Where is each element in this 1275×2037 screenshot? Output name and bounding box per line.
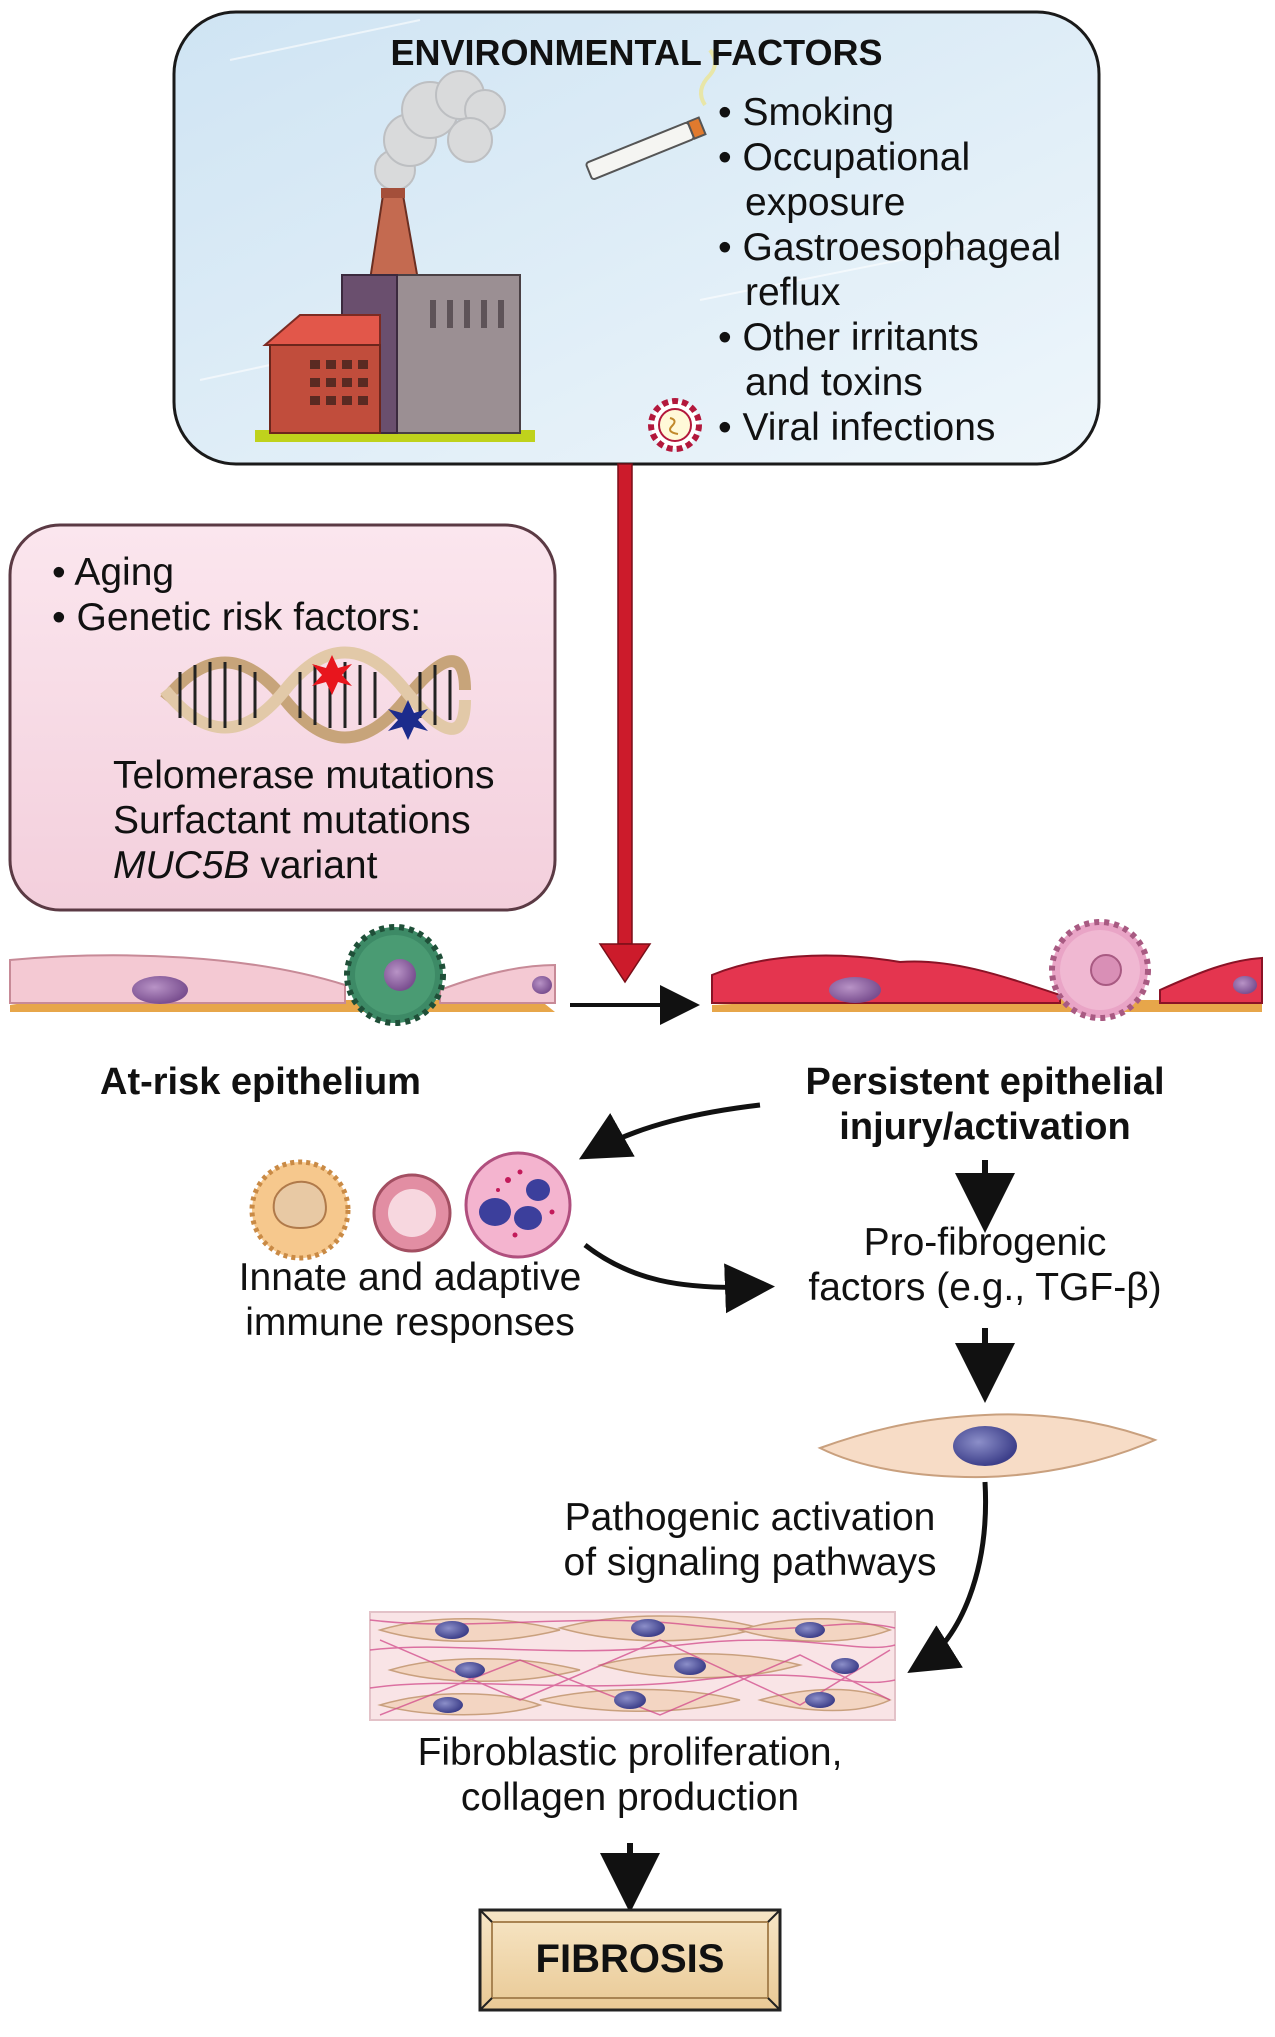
pathogenic-activation-label-line2: of signaling pathways (563, 1541, 937, 1584)
pathogenic-activation-label-line1: Pathogenic activation (564, 1496, 936, 1539)
env-item-irritants: • Other irritants (718, 316, 979, 359)
fibrosis-label: FIBROSIS (535, 1937, 725, 1981)
at-risk-epithelium-illustration (9, 924, 556, 1026)
factory-icon (255, 70, 535, 442)
fibroblast-icon (817, 1413, 1158, 1479)
host-risk-factors-box (8, 523, 557, 912)
immune-cells-illustration (249, 1151, 572, 1261)
host-item-aging: • Aging (52, 551, 175, 594)
host-item-genetic: • Genetic risk factors: (52, 596, 422, 639)
alveolar-type2-cell-healthy (344, 924, 446, 1026)
injury-arrow (598, 463, 652, 984)
dna-helix-icon (160, 646, 471, 744)
immune-responses-label-line1: Innate and adaptive (238, 1256, 582, 1299)
fibrosis-box (478, 1908, 782, 2012)
injury-to-immune-arrow (578, 1102, 761, 1160)
virus-icon (648, 398, 702, 452)
fibroblastic-proliferation-label-line1: Fibroblastic proliferation, (417, 1731, 843, 1774)
profibrogenic-label-line2: factors (e.g., TGF-β) (808, 1266, 1162, 1309)
fibroblastic-proliferation-label-line2: collagen production (460, 1776, 800, 1819)
macrophage-icon (249, 1159, 351, 1261)
env-item-viral: • Viral infections (718, 406, 996, 449)
profibrogenic-label-line1: Pro-fibrogenic (863, 1221, 1107, 1264)
host-item-muc5b: MUC5B variant (113, 843, 377, 888)
granulocyte-icon (464, 1151, 572, 1259)
injured-epithelium-illustration (711, 919, 1263, 1021)
muc5b-variant-label: variant (249, 844, 378, 887)
at-risk-epithelium-label: At-risk epithelium (100, 1061, 421, 1103)
env-item-occupational: • Occupational (718, 136, 971, 179)
environmental-factors-title: ENVIRONMENTAL FACTORS (390, 32, 883, 73)
env-item-smoking: • Smoking (718, 91, 895, 134)
immune-to-profibrogenic-arrow (583, 1243, 775, 1314)
persistent-injury-label-line2: injury/activation (839, 1106, 1131, 1148)
cigarette-icon (585, 48, 717, 180)
env-item-gastroesophageal: • Gastroesophageal (718, 226, 1062, 269)
immune-responses-label-line2: immune responses (245, 1301, 575, 1344)
env-item-irritants-cont: and toxins (745, 361, 923, 404)
persistent-injury-label-line1: Persistent epithelial (805, 1061, 1165, 1103)
host-item-telomerase: Telomerase mutations (113, 754, 495, 797)
alveolar-type2-cell-activated (1049, 919, 1151, 1021)
env-item-occupational-cont: exposure (745, 181, 906, 224)
host-item-surfactant: Surfactant mutations (113, 799, 471, 842)
fibroblastic-proliferation-illustration (369, 1611, 896, 1721)
muc5b-gene-name: MUC5B (113, 844, 250, 887)
fibroblast-to-proliferation-arrow (907, 1481, 989, 1673)
lymphocyte-icon (372, 1173, 452, 1253)
env-item-gastroesophageal-cont: reflux (745, 271, 841, 314)
